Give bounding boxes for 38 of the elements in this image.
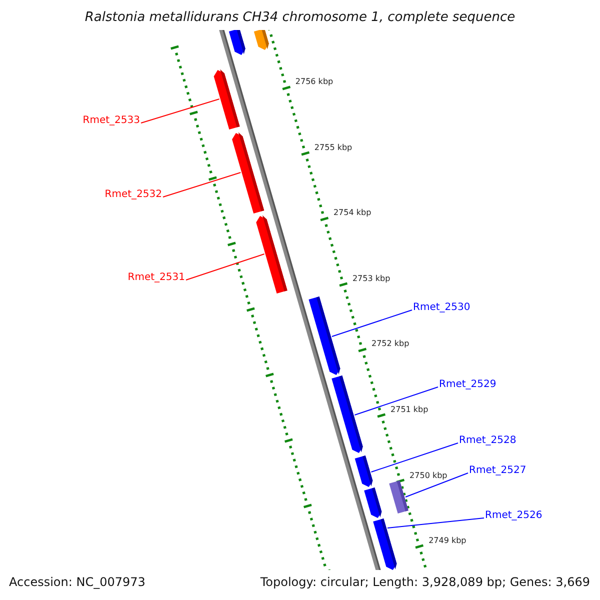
leader-line [186, 254, 265, 280]
leader-line [331, 310, 412, 337]
leader-line [162, 172, 242, 198]
gene-label: Rmet_2527 [469, 465, 526, 477]
gene-block [228, 30, 246, 55]
footer-text: Topology: circular; Length: 3,928,089 bp; Genes: 3,669 [260, 575, 590, 590]
gene-block [232, 132, 264, 214]
gene-block [354, 456, 373, 488]
gene-block [389, 480, 408, 514]
gene-block [256, 215, 288, 294]
gene-block [373, 518, 397, 570]
leader-line [354, 386, 438, 416]
footer-text: Accession: NC_007973 [9, 575, 146, 590]
gene-label: Rmet_2532 [104, 189, 162, 201]
gene-label: Rmet_2529 [439, 379, 496, 391]
gene-label: Rmet_2531 [128, 272, 185, 284]
gene-label: Rmet_2530 [413, 302, 470, 314]
scale-tick-label: 2754 kbp [333, 208, 372, 218]
gene-block [332, 375, 363, 454]
leader-line [370, 442, 458, 472]
gene-block [308, 296, 340, 376]
scale-tick-label: 2752 kbp [372, 339, 410, 350]
gene-label: Rmet_2528 [459, 435, 516, 447]
scale-tick-label: 2756 kbp [295, 77, 334, 87]
gene-label: Rmet_2533 [82, 115, 140, 127]
leader-line [140, 98, 220, 124]
title: Ralstonia metallidurans CH34 chromosome 1, complete sequence [84, 10, 516, 26]
scale-tick-label: 2751 kbp [390, 405, 428, 415]
gene-block [254, 30, 269, 50]
scale-tick-label: 2749 kbp [428, 536, 466, 546]
leader-line [405, 472, 468, 498]
leader-line [386, 518, 484, 528]
gene-block [364, 488, 382, 518]
scale-tick-label: 2755 kbp [314, 142, 352, 153]
scale-tick-label: 2753 kbp [352, 274, 390, 284]
scale-tick-label: 2750 kbp [410, 470, 448, 481]
gene-label: Rmet_2526 [485, 510, 542, 522]
gene-block [214, 69, 240, 130]
